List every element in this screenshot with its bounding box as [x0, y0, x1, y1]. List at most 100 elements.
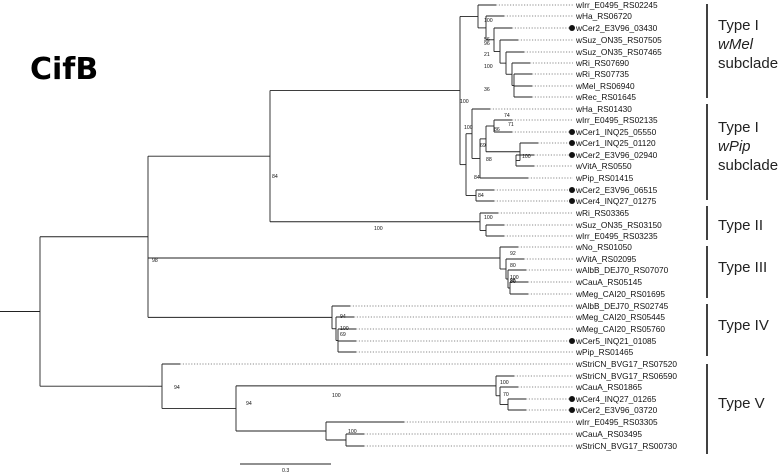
leaf-label: wMeg_CAI20_RS05445 [575, 312, 665, 322]
bootstrap-value: 94 [246, 401, 252, 407]
bootstrap-value: 95 [510, 278, 516, 284]
bootstrap-value: 92 [510, 251, 516, 257]
leaf-label: wCer2_E3V96_06515 [575, 185, 658, 195]
leaf-marker-dot [569, 152, 575, 158]
leaf-label: wMeg_CAI20_RS05760 [575, 324, 665, 334]
leaf-marker-dot [569, 129, 575, 135]
bootstrap-value: 21 [484, 52, 490, 58]
leaf-label: wStriCN_BVG17_RS07520 [575, 359, 677, 369]
type-label-2: Type I wPip subclade [718, 118, 778, 175]
leaf-label: wVitA_RS0550 [575, 161, 632, 171]
leaf-label: wCauA_RS05145 [575, 277, 642, 287]
type-label-2-line-2: wPip [718, 138, 751, 155]
leaf-label: wStriCN_BVG17_RS00730 [575, 441, 677, 451]
leaf-label: wCer4_INQ27_01265 [575, 394, 657, 404]
bootstrap-value: 100 [500, 380, 509, 386]
leaf-label: wCer2_E3V96_02940 [575, 150, 658, 160]
leaf-label: wRec_RS01645 [575, 92, 636, 102]
bootstrap-value: 84 [478, 193, 484, 199]
leaf-marker-dot [569, 25, 575, 31]
leaf-label: wRi_RS03365 [575, 208, 629, 218]
leaf-label: wCauA_RS03495 [575, 429, 642, 439]
bootstrap-value: 96 [484, 41, 490, 47]
leaf-label: wStriCN_BVG17_RS06590 [575, 371, 677, 381]
type-label-3: Type II [718, 216, 763, 235]
leaf-label: wHa_RS06720 [575, 11, 632, 21]
bootstrap-value: 98 [152, 258, 158, 264]
leaf-label: wSuz_ON35_RS07465 [575, 47, 662, 57]
type-label-4-line-1: Type III [718, 259, 768, 276]
type-label-2-line-1: Type I [718, 119, 759, 136]
type-label-6-line-1: Type V [718, 395, 765, 412]
type-label-1: Type I wMel subclade [718, 16, 778, 73]
bootstrap-value: 100 [460, 99, 469, 105]
type-label-1-line-1: Type I [718, 17, 759, 34]
bootstrap-value: 100 [348, 429, 357, 435]
bootstrap-value: 100 [484, 64, 493, 70]
bootstrap-value: 71 [508, 122, 514, 128]
leaf-label: wCer4_INQ27_01275 [575, 196, 657, 206]
scale-bar-label: 0.3 [282, 468, 289, 474]
leaf-label: wCer1_INQ25_05550 [575, 127, 657, 137]
bootstrap-value: 56 [484, 37, 490, 43]
leaf-marker-dot [569, 407, 575, 413]
leaf-label: wPip_RS01415 [575, 173, 634, 183]
leaf-label: wSuz_ON35_RS03150 [575, 220, 662, 230]
leaf-label: wIrr_E0495_RS02245 [575, 0, 658, 10]
bootstrap-value: 69 [480, 143, 486, 149]
bootstrap-value: 94 [340, 314, 346, 320]
bootstrap-value: 70 [503, 392, 509, 398]
type-label-1-line-2: wMel [718, 36, 754, 53]
bootstrap-value: 94 [174, 385, 180, 391]
leaf-marker-dot [569, 396, 575, 402]
leaf-label: wRi_RS07735 [575, 69, 629, 79]
leaf-label: wCer5_INQ21_01085 [575, 336, 657, 346]
type-label-5-line-1: Type IV [718, 317, 769, 334]
bootstrap-value: 100 [374, 226, 383, 232]
type-label-6: Type V [718, 394, 765, 413]
bootstrap-value: 84 [474, 175, 480, 181]
bootstrap-value: 69 [340, 332, 346, 338]
leaf-label: wCer2_E3V96_03720 [575, 405, 658, 415]
bootstrap-value: 100 [484, 18, 493, 24]
bootstrap-value: 100 [522, 154, 531, 160]
leaf-label: wHa_RS01430 [575, 104, 632, 114]
leaf-marker-dot [569, 140, 575, 146]
bootstrap-value: 88 [486, 157, 492, 163]
type-label-1-line-3: subclade [718, 55, 778, 72]
bootstrap-value: 100 [332, 393, 341, 399]
leaf-label: wAlbB_DEJ70_RS07070 [575, 265, 669, 275]
bootstrap-value: 100 [464, 125, 473, 131]
type-label-3-line-1: Type II [718, 217, 764, 234]
type-label-5: Type IV [718, 316, 769, 335]
leaf-marker-dot [569, 198, 575, 204]
leaf-label: wMeg_CAI20_RS01695 [575, 289, 665, 299]
leaf-marker-dot [569, 338, 575, 344]
leaf-label: wNo_RS01050 [575, 242, 632, 252]
type-label-2-line-3: subclade [718, 157, 778, 174]
bootstrap-value: 100 [510, 275, 519, 281]
leaf-label: wIrr_E0495_RS03235 [575, 231, 658, 241]
page-title: CifB [30, 52, 99, 87]
bootstrap-value: 74 [504, 113, 510, 119]
leaf-marker-dot [569, 187, 575, 193]
bootstrap-value: 36 [484, 87, 490, 93]
leaf-label: wSuz_ON35_RS07505 [575, 35, 662, 45]
leaf-label: wAlbB_DEJ70_RS02745 [575, 301, 669, 311]
leaf-label: wCer1_INQ25_01120 [575, 138, 656, 148]
leaf-label: wIrr_E0495_RS03305 [575, 417, 658, 427]
bootstrap-value: 100 [484, 215, 493, 221]
bootstrap-value: 80 [510, 263, 516, 269]
leaf-label: wIrr_E0495_RS02135 [575, 115, 658, 125]
leaf-label: wMel_RS06940 [575, 81, 635, 91]
leaf-label: wVitA_RS02095 [575, 254, 637, 264]
leaf-label: wRi_RS07690 [575, 58, 629, 68]
bootstrap-value: 86 [510, 279, 516, 285]
leaf-label: wPip_RS01465 [575, 347, 634, 357]
leaf-label: wCauA_RS01865 [575, 382, 642, 392]
bootstrap-value: 84 [272, 174, 278, 180]
bootstrap-value: 100 [340, 326, 349, 332]
leaf-label: wCer2_E3V96_03430 [575, 23, 658, 33]
type-label-4: Type III [718, 258, 767, 277]
